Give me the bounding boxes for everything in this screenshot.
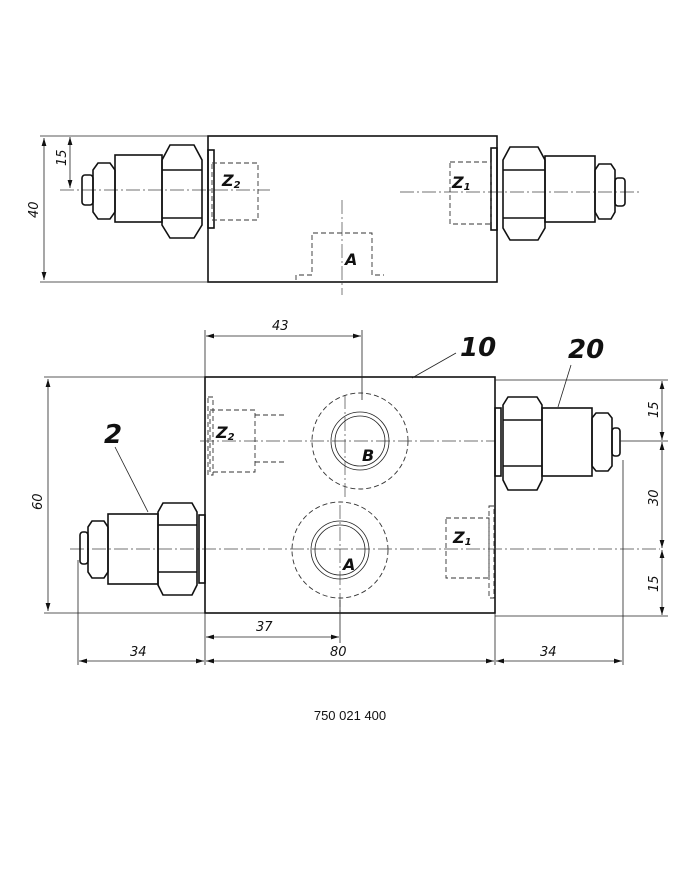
dim-height-40: 40 [27,201,42,218]
front-port-z2-label: Z2 [215,423,235,443]
callout-body-10: 10 [460,333,496,363]
port-a-label: A [341,555,355,574]
callout-left-valve-2: 2 [104,420,122,450]
top-view: Z2 Z1 A 40 15 [27,135,640,295]
callout-right-valve-20: 20 [568,335,604,365]
dim-left-34: 34 [130,645,147,660]
dim-right-bottom-15: 15 [647,575,662,592]
front-right-valve [494,396,621,491]
front-port-z1-label: Z1 [452,528,472,548]
front-left-valve [79,502,206,596]
front-view-body [204,376,496,614]
dim-right-34: 34 [540,645,557,660]
top-left-valve: Z2 [81,144,259,239]
dim-60: 60 [31,493,46,510]
port-a: A [291,501,389,599]
port-z2-label: Z2 [221,171,241,191]
dim-80: 80 [330,645,347,660]
dim-right-mid-30: 30 [647,489,662,506]
port-b: B [311,392,409,490]
dim-43: 43 [272,319,289,334]
dim-right-top-15: 15 [647,401,662,418]
top-right-valve: Z1 [449,146,626,241]
dim-37: 37 [256,620,273,635]
dim-offset-15: 15 [55,149,70,166]
port-z1-label: Z1 [451,173,471,193]
part-number: 750 021 400 [313,708,387,723]
top-port-a-label: A [343,250,357,269]
port-b-label: B [362,446,374,465]
front-view: B A Z2 Z1 [31,319,668,665]
